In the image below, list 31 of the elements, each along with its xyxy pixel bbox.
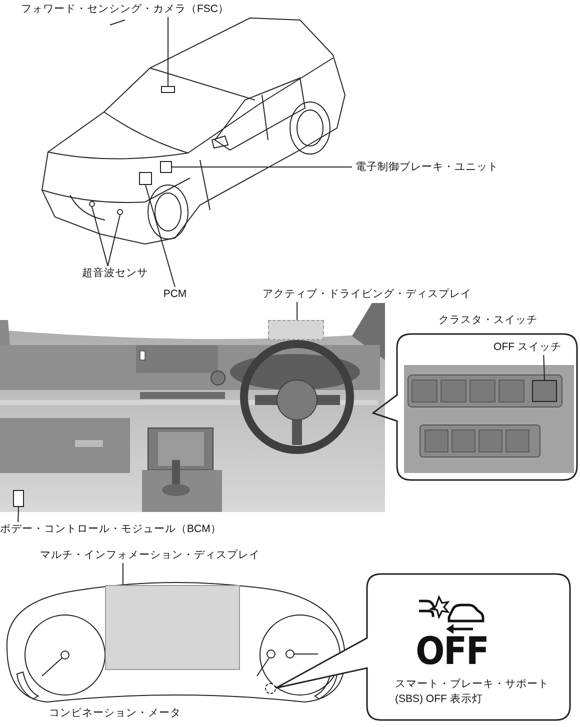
leader-line [543,354,545,380]
display-area [268,320,324,340]
leader-line [107,214,120,266]
indicator-text: OFF [414,631,490,671]
part-label: マルチ・インフォメーション・ディスプレイ [40,548,260,563]
part-label: 超音波センサ [75,266,155,281]
part-label: 電子制御ブレーキ・ユニット [352,160,502,175]
leader-line [122,562,124,586]
display-area [105,585,240,670]
leader-line [296,302,298,320]
part-label: OFF スイッチ [480,340,575,355]
leader-line [168,16,169,86]
part-label: アクティブ・ドライビング・ディスプレイ [262,287,472,302]
component-box [160,161,172,173]
part-label: PCM [130,287,220,302]
leader-line [92,206,108,266]
callout-heading: クラスタ・スイッチ [438,313,538,328]
sensor-dot [117,209,123,215]
indicator-circle [265,683,276,694]
switch-button [532,380,557,402]
component-box [139,172,152,185]
indicator-caption: スマート・ブレーキ・サポート (SBS) OFF 表示灯 [395,677,550,707]
part-label: ボデー・コントロール・モジュール（BCM） [0,522,215,537]
part-label: フォワード・センシング・カメラ（FSC） [20,2,230,17]
leader-line [18,506,19,522]
component-box [13,490,24,507]
leader-line [172,166,352,168]
meter-caption: コンビネーション・メータ [48,706,182,721]
leader-line [145,184,176,288]
camera-box [161,86,175,93]
sensor-dot [89,201,95,207]
